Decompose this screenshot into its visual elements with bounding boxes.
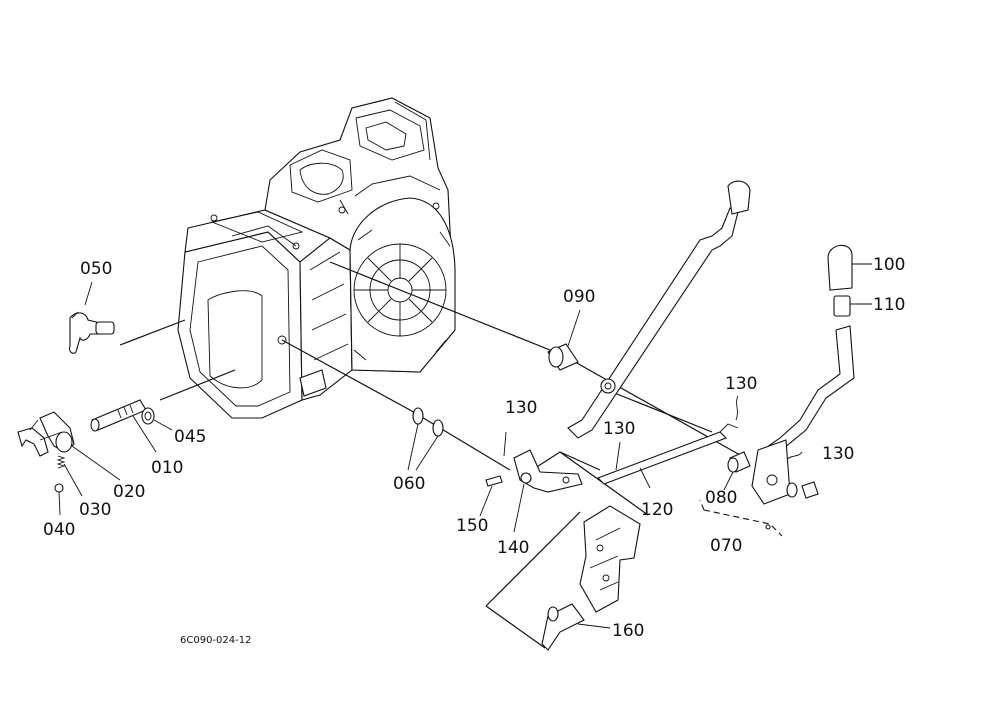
part-040-ball <box>54 483 64 516</box>
callout-020: 020 <box>113 482 145 502</box>
callout-010: 010 <box>151 458 183 478</box>
part-090-bushing <box>547 309 581 371</box>
part-080-bush <box>723 451 751 491</box>
callout-100: 100 <box>873 255 905 275</box>
part-140-arm <box>513 449 583 533</box>
part-050-detent-lever <box>68 281 115 354</box>
callout-160: 160 <box>612 621 644 641</box>
figure-code: 6C090-024-12 <box>180 635 251 646</box>
callout-130-b: 130 <box>505 398 537 418</box>
part-100-knob <box>827 244 872 291</box>
callout-130-c: 130 <box>603 419 635 439</box>
part-120-rod <box>597 423 739 489</box>
part-060-o-rings <box>407 407 444 471</box>
part-020-shift-fork <box>17 411 121 481</box>
callout-050: 050 <box>80 259 112 279</box>
part-110-sleeve <box>833 295 872 317</box>
callout-080: 080 <box>705 488 737 508</box>
part-045-circlip <box>141 407 173 431</box>
callout-070: 070 <box>710 536 742 556</box>
callout-140: 140 <box>497 538 529 558</box>
callout-045: 045 <box>174 427 206 447</box>
transmission-housing <box>177 97 456 419</box>
callout-090: 090 <box>563 287 595 307</box>
callout-130-a: 130 <box>725 374 757 394</box>
callout-120: 120 <box>641 500 673 520</box>
callout-150: 150 <box>456 516 488 536</box>
part-160-bracket <box>541 505 641 651</box>
callout-060: 060 <box>393 474 425 494</box>
callout-labels: 050 090 100 110 130 130 130 130 045 010 … <box>43 255 905 646</box>
shift-lever-upper <box>567 180 751 439</box>
assembly-lines <box>119 261 783 649</box>
part-070-bolt-set <box>765 481 819 530</box>
callout-130-d: 130 <box>822 444 854 464</box>
callout-030: 030 <box>79 500 111 520</box>
callout-110: 110 <box>873 295 905 315</box>
hand-lever <box>751 325 855 505</box>
callout-040: 040 <box>43 520 75 540</box>
part-030-spring <box>56 455 83 497</box>
part-150-pin <box>479 475 503 517</box>
